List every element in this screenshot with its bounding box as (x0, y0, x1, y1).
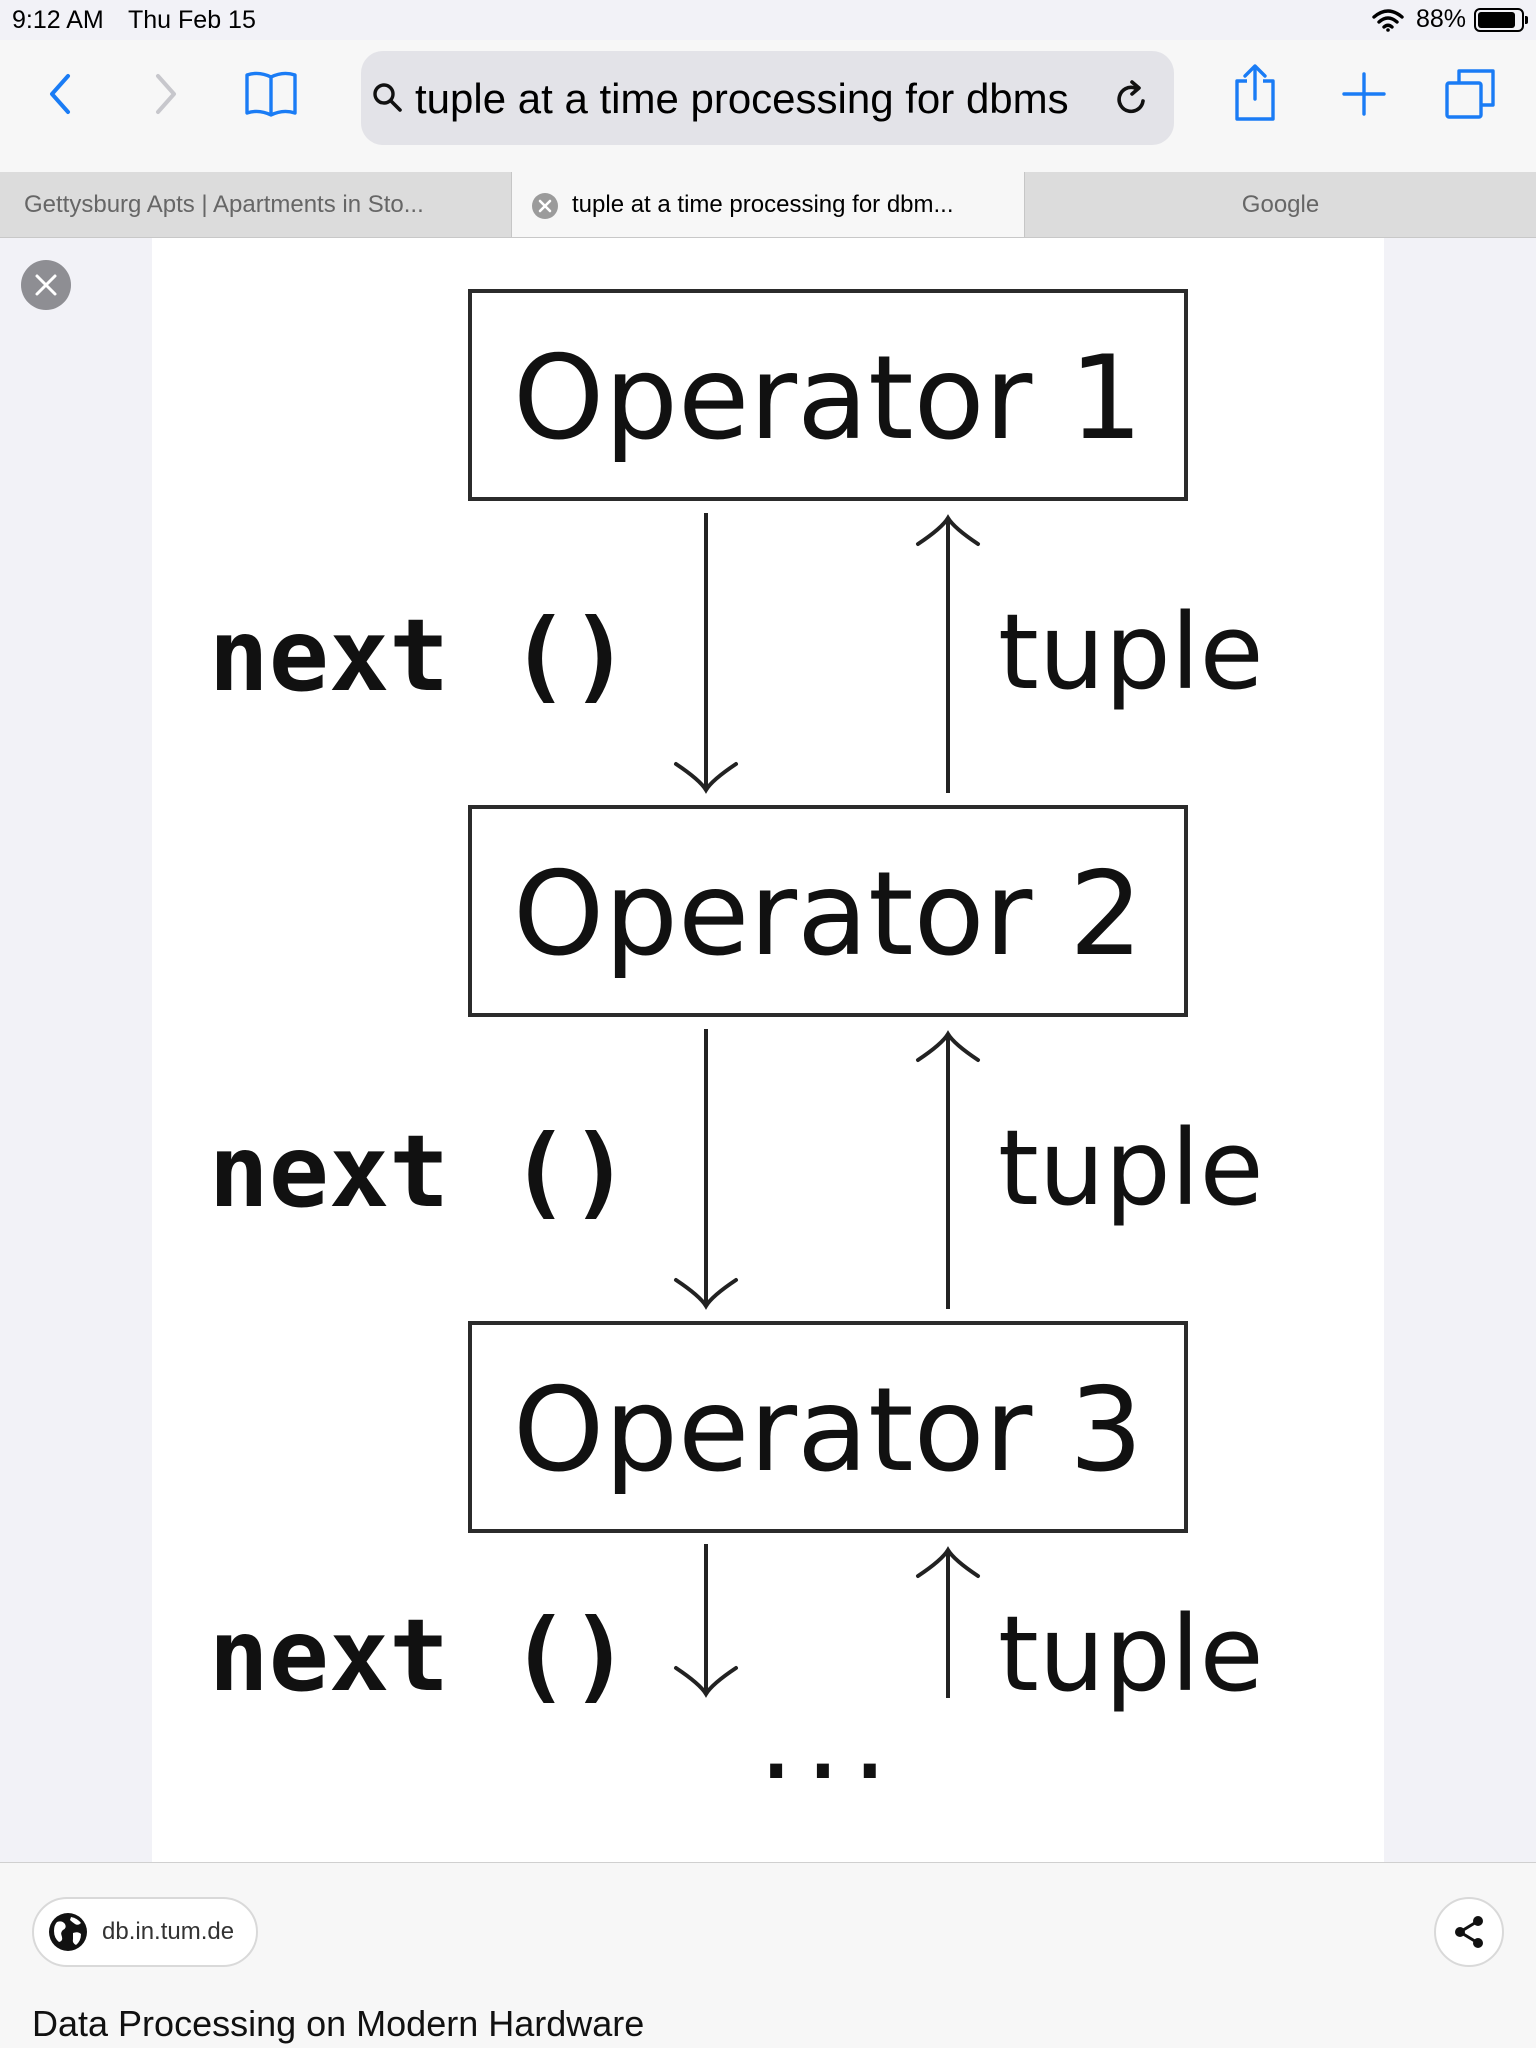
tab-google[interactable]: Google (1024, 172, 1536, 237)
result-image[interactable]: Operator 1 Operator 2 Operator 3 next ()… (152, 238, 1384, 1862)
image-viewer: Operator 1 Operator 2 Operator 3 next ()… (0, 238, 1536, 1862)
tuple-arrow (916, 1030, 980, 1309)
continuation-ellipsis: ... (758, 1671, 899, 1806)
forward-button[interactable] (138, 66, 194, 122)
share-result-button[interactable] (1434, 1897, 1504, 1967)
tuple-return-label: tuple (998, 1593, 1264, 1715)
book-icon (245, 71, 297, 117)
operator-box-1 (468, 289, 1188, 501)
operator-box-2 (468, 805, 1188, 1017)
chevron-left-icon (50, 74, 70, 114)
chevron-right-icon (156, 74, 176, 114)
close-icon (35, 274, 57, 296)
browser-toolbar: tuple at a time processing for dbms (0, 40, 1536, 172)
tuple-arrow (916, 514, 980, 793)
close-icon (538, 199, 552, 213)
status-indicators: 88% (1372, 5, 1528, 34)
operator-label: Operator 1 (513, 331, 1143, 466)
share-icon (1235, 64, 1275, 121)
battery-nub (1525, 15, 1528, 24)
next-arrow (674, 513, 738, 794)
operator-box-3 (468, 1321, 1188, 1533)
tab-bar: Gettysburg Apts | Apartments in Sto... t… (0, 172, 1536, 238)
tab-close-button[interactable] (532, 193, 558, 219)
operator-label: Operator 3 (513, 1363, 1143, 1498)
close-viewer-button[interactable] (21, 260, 71, 310)
result-page-title[interactable]: Data Processing on Modern Hardware (32, 2003, 645, 2044)
status-date: Thu Feb 15 (128, 6, 256, 34)
new-tab-button[interactable] (1336, 66, 1392, 122)
back-button[interactable] (32, 66, 88, 122)
share-button[interactable] (1228, 60, 1282, 126)
source-link[interactable]: db.in.tum.de (32, 1897, 259, 1967)
next-call-label: next () (209, 1597, 630, 1714)
status-bar: 9:12 AM Thu Feb 15 88% (0, 0, 1536, 40)
bookmarks-button[interactable] (240, 66, 302, 122)
tuple-return-label: tuple (998, 591, 1264, 713)
operator-label: Operator 2 (513, 847, 1143, 982)
source-domain: db.in.tum.de (102, 1918, 235, 1945)
globe-icon (49, 1913, 87, 1951)
plus-icon (1342, 72, 1386, 116)
result-info-panel: db.in.tum.de Data Processing on Modern H… (0, 1862, 1536, 2048)
search-query-text[interactable]: tuple at a time processing for dbms (415, 75, 1069, 122)
tab-tuple-search[interactable]: tuple at a time processing for dbm... (512, 172, 1024, 237)
battery-percentage: 88% (1415, 5, 1466, 33)
tab-gettysburg[interactable]: Gettysburg Apts | Apartments in Sto... (0, 172, 512, 237)
tab-title: Gettysburg Apts | Apartments in Sto... (24, 190, 424, 218)
tuple-arrow (916, 1546, 980, 1698)
address-bar[interactable]: tuple at a time processing for dbms (361, 51, 1174, 145)
status-time: 9:12 AM (12, 6, 104, 34)
next-arrow (674, 1029, 738, 1310)
battery-icon (1474, 7, 1528, 32)
tabs-icon (1445, 69, 1495, 119)
iterator-model-diagram: Operator 1 Operator 2 Operator 3 next ()… (209, 289, 1264, 1806)
share-nodes-icon (1455, 1916, 1483, 1948)
tab-title: Google (1241, 190, 1320, 218)
reload-icon[interactable] (1114, 79, 1150, 117)
search-icon (373, 83, 402, 112)
next-call-label: next () (209, 1113, 630, 1230)
tuple-return-label: tuple (998, 1107, 1264, 1229)
battery-fill (1478, 11, 1515, 28)
next-call-label: next () (209, 597, 630, 714)
next-arrow (674, 1544, 738, 1698)
wifi-icon (1372, 8, 1404, 32)
tabs-overview-button[interactable] (1442, 66, 1498, 122)
tab-title: tuple at a time processing for dbm... (572, 190, 954, 218)
